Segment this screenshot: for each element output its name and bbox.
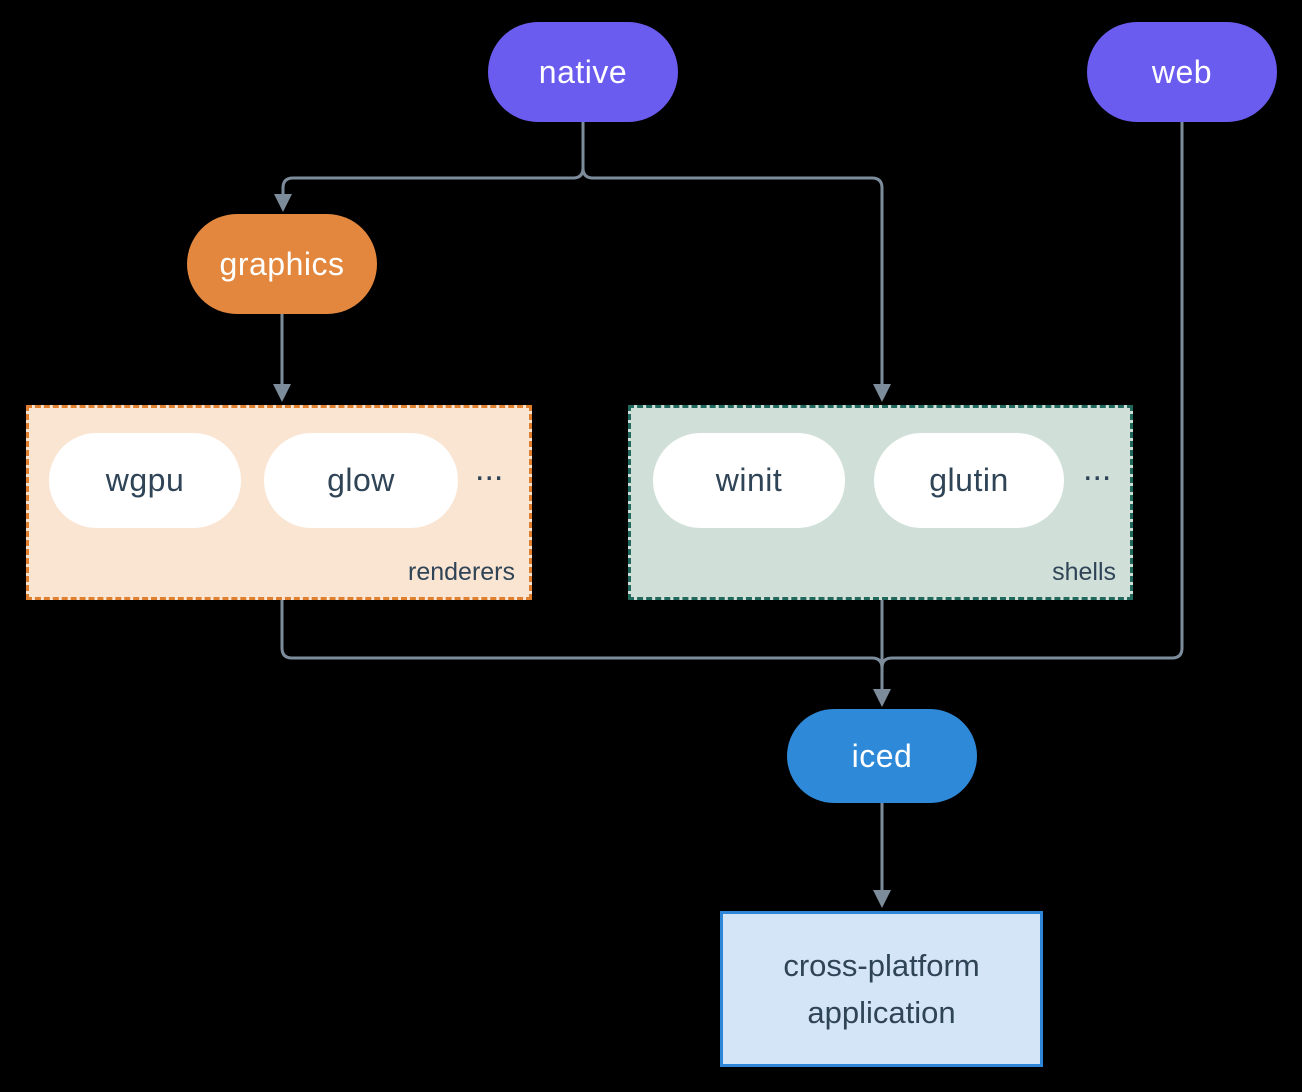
arrowhead-renderers — [273, 384, 291, 402]
arrowhead-application — [873, 890, 891, 908]
shells-label: shells — [1052, 558, 1116, 586]
node-wgpu: wgpu — [49, 433, 241, 528]
renderers-label: renderers — [408, 558, 515, 586]
node-glow: glow — [264, 433, 458, 528]
group-shells: winit glutin ... shells — [628, 405, 1133, 600]
node-native: native — [488, 22, 678, 122]
renderers-ellipsis: ... — [475, 450, 504, 488]
app-label-line2: application — [807, 995, 956, 1030]
node-iced: iced — [787, 709, 977, 803]
arrowhead-graphics — [274, 194, 292, 212]
shells-ellipsis: ... — [1083, 450, 1112, 488]
node-winit: winit — [653, 433, 845, 528]
arrowhead-iced — [873, 689, 891, 707]
node-graphics: graphics — [187, 214, 377, 314]
node-glutin: glutin — [874, 433, 1064, 528]
node-web: web — [1087, 22, 1277, 122]
edge-renderers-iced — [280, 600, 884, 669]
group-renderers: wgpu glow ... renderers — [26, 405, 532, 600]
edge-native-graphics — [281, 122, 585, 196]
app-label-line1: cross-platform — [783, 948, 980, 983]
edge-native-shells — [581, 122, 884, 386]
node-cross-platform-application: cross-platform application — [720, 911, 1043, 1067]
arrowhead-shells — [873, 384, 891, 402]
